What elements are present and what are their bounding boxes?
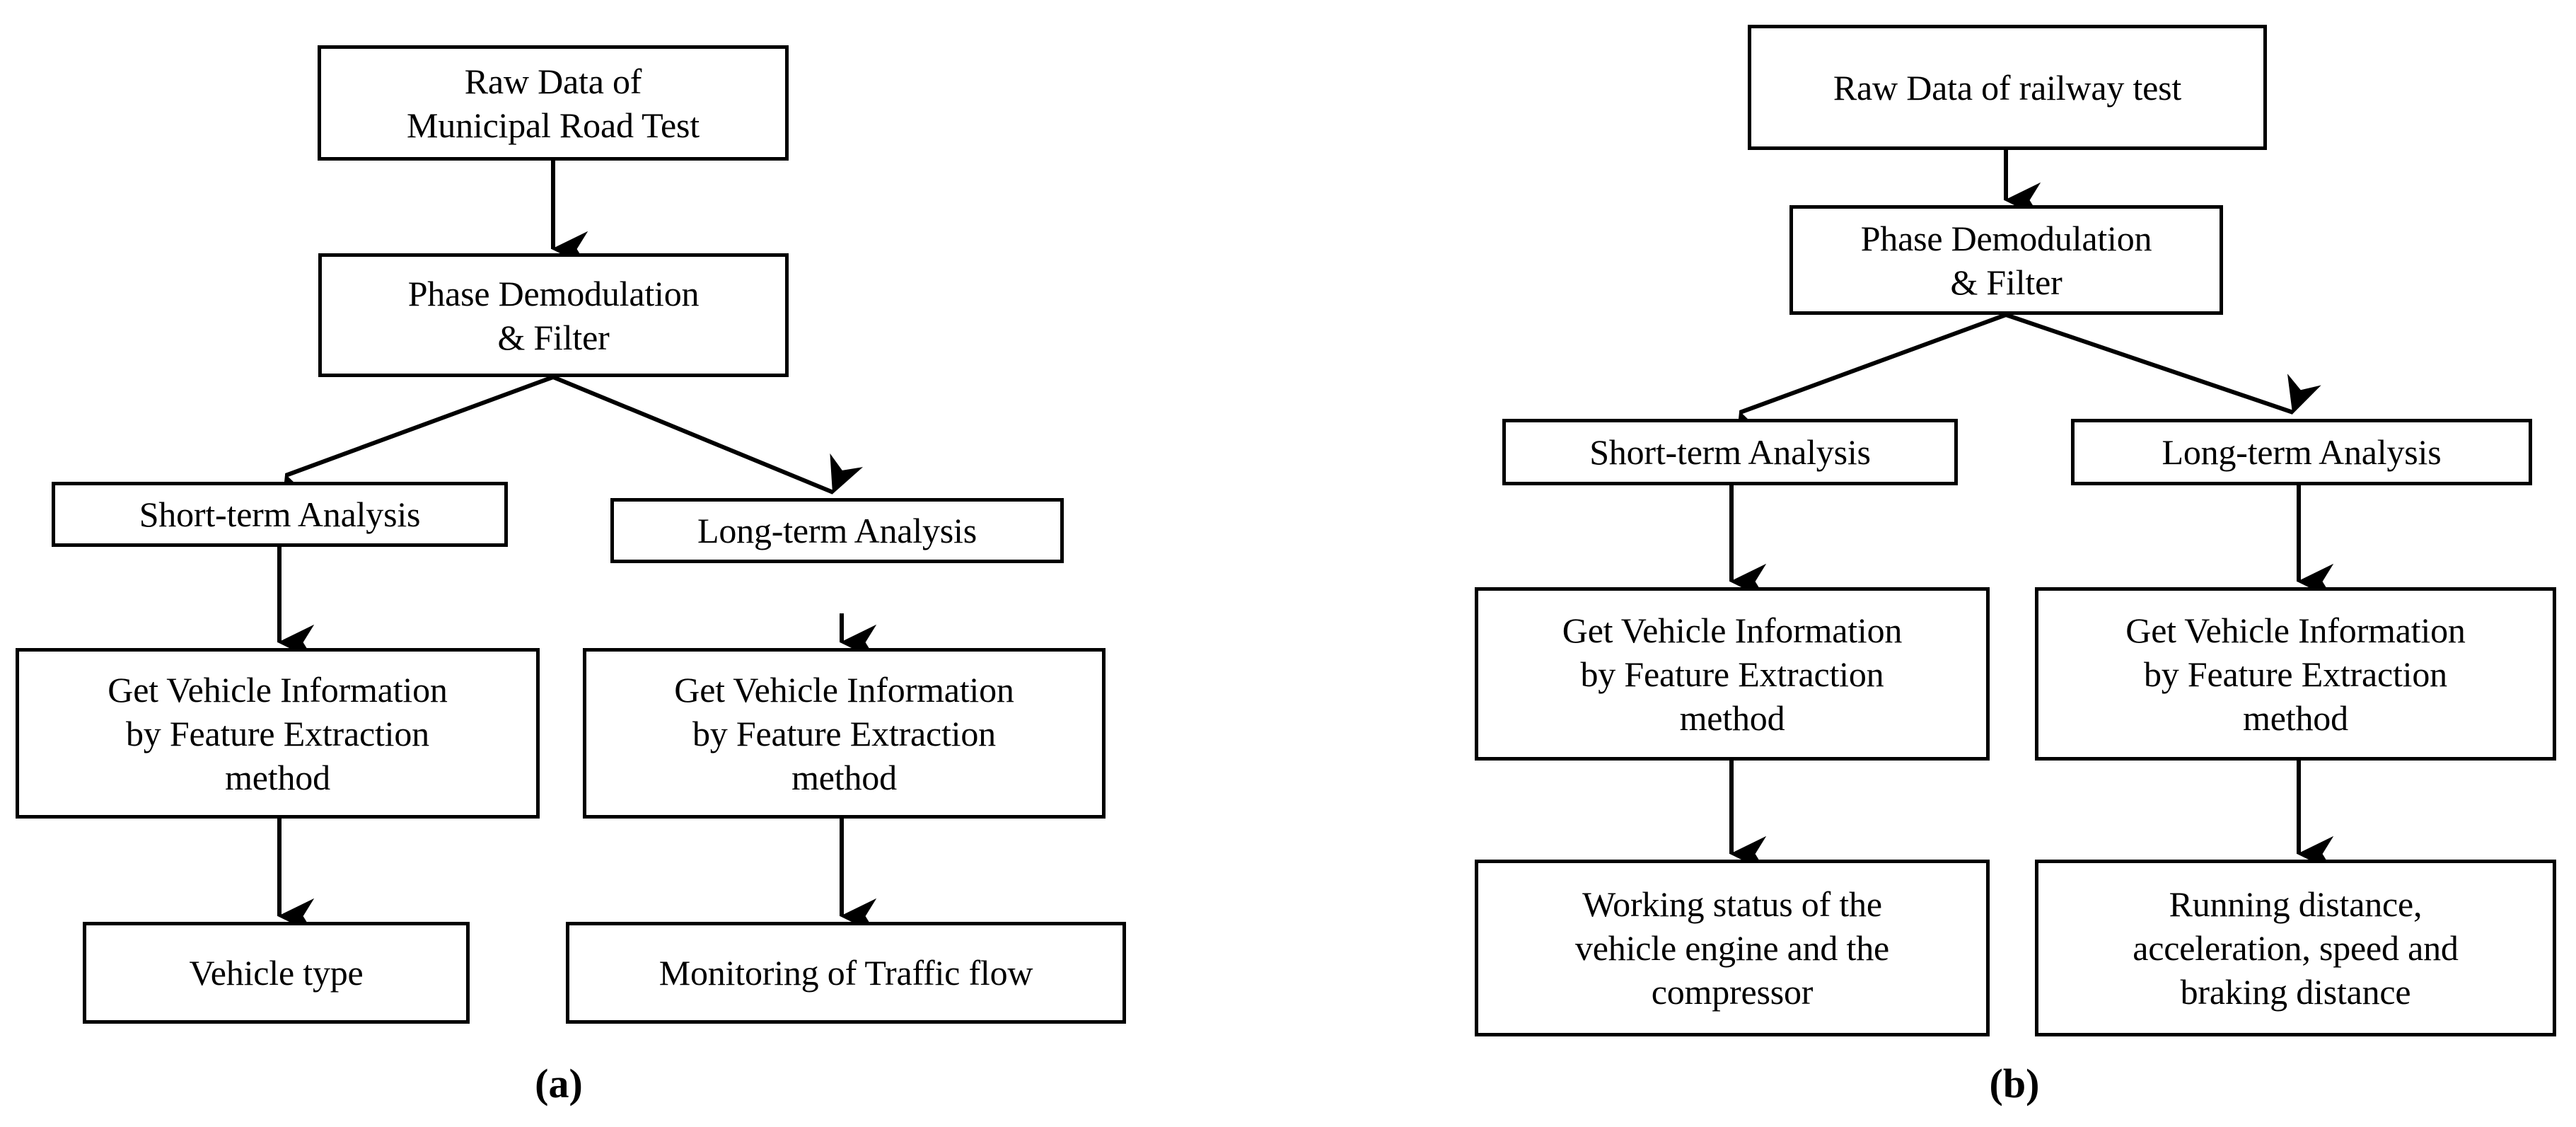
- node-b-long-term-analysis: Long-term Analysis: [2071, 419, 2532, 485]
- node-a-phase-demodulation: Phase Demodulation & Filter: [318, 253, 789, 377]
- node-label: Short-term Analysis: [139, 495, 421, 534]
- edge-a-phase-to-long: [552, 375, 864, 495]
- node-label: Monitoring of Traffic flow: [658, 953, 1033, 993]
- edge-b-phase-to-long: [2005, 313, 2321, 415]
- node-b-working-status: Working status of the vehicle engine and…: [1475, 860, 1990, 1036]
- caption-text: (b): [1989, 1060, 2040, 1106]
- node-label: Get Vehicle Information by Feature Extra…: [2125, 610, 2466, 738]
- node-label: Long-term Analysis: [697, 511, 977, 550]
- node-a-raw-data: Raw Data of Municipal Road Test: [318, 45, 789, 161]
- node-label: Phase Demodulation & Filter: [1860, 218, 2152, 302]
- edge-b-phase-to-short: [1735, 313, 2007, 451]
- node-a-get-vehicle-info-left: Get Vehicle Information by Feature Extra…: [16, 648, 540, 819]
- node-a-vehicle-type: Vehicle type: [83, 922, 470, 1024]
- panel-caption-a: (a): [488, 1060, 630, 1107]
- node-label: Get Vehicle Information by Feature Extra…: [674, 669, 1014, 797]
- node-label: Get Vehicle Information by Feature Extra…: [108, 669, 448, 797]
- node-b-get-vehicle-info-left: Get Vehicle Information by Feature Extra…: [1475, 587, 1990, 761]
- node-a-short-term-analysis: Short-term Analysis: [52, 482, 508, 547]
- node-label: Phase Demodulation & Filter: [407, 273, 700, 357]
- node-b-phase-demodulation: Phase Demodulation & Filter: [1789, 205, 2223, 315]
- edge-a-phase-to-short: [281, 375, 555, 514]
- node-a-monitoring-traffic-flow: Monitoring of Traffic flow: [566, 922, 1126, 1024]
- node-b-running-distance: Running distance, acceleration, speed an…: [2035, 860, 2556, 1036]
- node-label: Short-term Analysis: [1589, 432, 1871, 472]
- panel-caption-b: (b): [1944, 1060, 2085, 1107]
- node-b-short-term-analysis: Short-term Analysis: [1502, 419, 1958, 485]
- node-a-long-term-analysis: Long-term Analysis: [610, 498, 1064, 563]
- caption-text: (a): [535, 1060, 583, 1106]
- node-label: Get Vehicle Information by Feature Extra…: [1562, 610, 1903, 738]
- node-label: Raw Data of Municipal Road Test: [407, 61, 700, 145]
- node-label: Raw Data of railway test: [1833, 67, 2182, 108]
- node-label: Long-term Analysis: [2162, 432, 2442, 472]
- node-label: Vehicle type: [189, 953, 364, 993]
- node-a-get-vehicle-info-right: Get Vehicle Information by Feature Extra…: [583, 648, 1106, 819]
- node-label: Running distance, acceleration, speed an…: [2133, 884, 2459, 1012]
- node-b-get-vehicle-info-right: Get Vehicle Information by Feature Extra…: [2035, 587, 2556, 761]
- node-label: Working status of the vehicle engine and…: [1574, 884, 1889, 1012]
- node-b-raw-data: Raw Data of railway test: [1748, 25, 2267, 150]
